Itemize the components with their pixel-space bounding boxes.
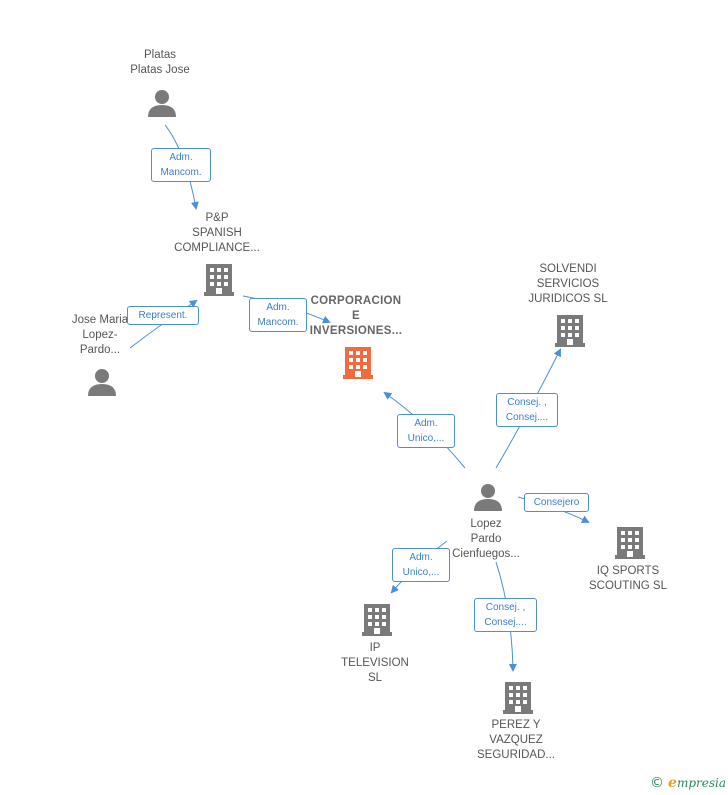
building-icon (204, 264, 234, 296)
edge-label-jose-pp[interactable]: Represent. (127, 306, 199, 325)
building-icon (362, 604, 392, 636)
brand-name: mpresia (676, 776, 726, 790)
node-label-perez: PEREZ Y VAZQUEZ SEGURIDAD... (477, 719, 555, 761)
node-label-lopez: Lopez Pardo Cienfuegos... (452, 518, 520, 560)
node-label-pp: P&P SPANISH COMPLIANCE... (174, 212, 260, 254)
person-icon (88, 369, 116, 396)
node-label-jose: Jose Maria Lopez- Pardo... (71, 314, 129, 356)
brand-initial: e (668, 775, 677, 791)
copyright-icon: © (650, 775, 665, 791)
person-icon (474, 484, 502, 511)
edge-label-pp-corporacion[interactable]: Adm. Mancom. (249, 298, 307, 332)
edge-label-lopez-solvendi[interactable]: Consej. , Consej.... (496, 393, 558, 427)
building-icon (615, 527, 645, 559)
edge-label-platas-pp[interactable]: Adm. Mancom. (151, 148, 211, 182)
building-icon (343, 347, 373, 379)
node-label-iq: IQ SPORTS SCOUTING SL (589, 565, 667, 592)
edge-label-lopez-iq[interactable]: Consejero (524, 493, 589, 512)
node-label-ip: IP TELEVISION SL (341, 642, 409, 684)
edge-label-lopez-ip[interactable]: Adm. Unico,... (392, 548, 450, 582)
node-label-solvendi: SOLVENDI SERVICIOS JURIDICOS SL (528, 263, 608, 305)
node-label-platas: Platas Platas Jose (130, 49, 190, 76)
building-icon (555, 315, 585, 347)
building-icon (503, 682, 533, 714)
node-label-corporacion: CORPORACION E INVERSIONES... (309, 295, 403, 337)
edge-label-lopez-perez[interactable]: Consej. , Consej.... (474, 598, 537, 632)
edge-label-lopez-corporacion[interactable]: Adm. Unico,... (397, 414, 455, 448)
brand-footer: ©empresia (650, 775, 726, 791)
person-icon (148, 90, 176, 117)
